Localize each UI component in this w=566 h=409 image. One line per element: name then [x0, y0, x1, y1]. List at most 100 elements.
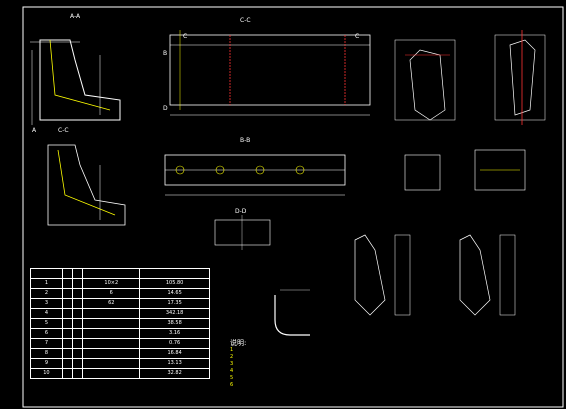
- label-b-top: B: [163, 50, 167, 57]
- table-cell: [72, 338, 84, 349]
- detail-far-right: [494, 30, 546, 125]
- col-header: [82, 268, 141, 279]
- table-cell: [82, 338, 141, 349]
- note-line: 4: [230, 368, 234, 374]
- table-cell: [82, 368, 141, 379]
- table-cell: 38.58: [139, 318, 210, 329]
- table-cell: 5: [30, 318, 63, 329]
- table-cell: [82, 348, 141, 359]
- table-cell: [72, 328, 84, 339]
- table-cell: 7: [30, 338, 63, 349]
- table-row: 10 32.82: [30, 368, 210, 379]
- section-a-a: A-A A: [30, 13, 121, 134]
- table-cell: 3: [30, 298, 63, 309]
- table-cell: 342.18: [139, 308, 210, 319]
- table-cell: [82, 358, 141, 369]
- table-cell: [61, 338, 74, 349]
- table-cell: [72, 348, 84, 359]
- table-title: [30, 258, 210, 268]
- note-line: 6: [230, 382, 234, 388]
- table-row: 4 342.18: [30, 308, 210, 319]
- label-c-right: C: [355, 33, 359, 40]
- table-cell: [72, 288, 84, 299]
- table-cell: 14.65: [139, 288, 210, 299]
- table-cell: 2: [30, 288, 63, 299]
- note-line: 3: [230, 361, 234, 367]
- label-a: A: [32, 127, 37, 134]
- table-cell: [72, 298, 84, 309]
- label-dd: D-D: [235, 208, 247, 215]
- table-cell: 62: [82, 298, 141, 309]
- table-cell: [61, 278, 74, 289]
- section-b-b: B-B: [164, 137, 346, 196]
- table-cell: 10×2: [82, 278, 141, 289]
- section-c-c: C-C: [47, 127, 126, 226]
- table-cell: 8: [30, 348, 63, 359]
- label-c-left: C: [183, 33, 187, 40]
- table-cell: [61, 328, 74, 339]
- col-header: [61, 268, 74, 279]
- table-cell: [61, 308, 74, 319]
- table-cell: 9: [30, 358, 63, 369]
- section-d-d: D-D: [214, 208, 271, 250]
- table-cell: 17.35: [139, 298, 210, 309]
- table-cell: [61, 298, 74, 309]
- table-cell: [82, 328, 141, 339]
- label-cc-top: C-C: [240, 17, 251, 24]
- label-d-top: D: [163, 105, 168, 112]
- table-cell: 0.76: [139, 338, 210, 349]
- note-line: 5: [230, 375, 234, 381]
- sheet-border: [22, 6, 564, 408]
- table-cell: [72, 308, 84, 319]
- table-cell: [61, 288, 74, 299]
- table-cell: [72, 278, 84, 289]
- table-cell: [72, 368, 84, 379]
- table-header-row: [30, 268, 210, 279]
- detail-center-right: [404, 149, 526, 191]
- elevation-view: C-C C C B D: [163, 17, 371, 116]
- table-cell: [82, 318, 141, 329]
- table-cell: 4: [30, 308, 63, 319]
- table-cell: [61, 358, 74, 369]
- table-cell: 6: [82, 288, 141, 299]
- note-line: 1: [230, 347, 234, 353]
- col-header: [72, 268, 84, 279]
- table-cell: 32.82: [139, 368, 210, 379]
- detail-top-right: [394, 39, 456, 121]
- table-cell: [61, 318, 74, 329]
- label-aa: A-A: [70, 13, 81, 20]
- table-cell: [61, 368, 74, 379]
- detail-bent-bar: [274, 289, 310, 336]
- table-cell: 105.80: [139, 278, 210, 289]
- table-cell: 6: [30, 328, 63, 339]
- table-cell: 13.13: [139, 358, 210, 369]
- table-cell: 10: [30, 368, 63, 379]
- table-cell: 16.84: [139, 348, 210, 359]
- col-header: [139, 268, 210, 279]
- table-cell: [72, 358, 84, 369]
- table-cell: 3.16: [139, 328, 210, 339]
- notes-heading: 说明:: [230, 339, 247, 347]
- label-bb: B-B: [240, 137, 250, 144]
- detail-lower-right: [354, 234, 516, 316]
- table-cell: [61, 348, 74, 359]
- col-header: [30, 268, 63, 279]
- table-cell: [72, 318, 84, 329]
- table-cell: [82, 308, 141, 319]
- note-line: 2: [230, 354, 234, 360]
- table-cell: 1: [30, 278, 63, 289]
